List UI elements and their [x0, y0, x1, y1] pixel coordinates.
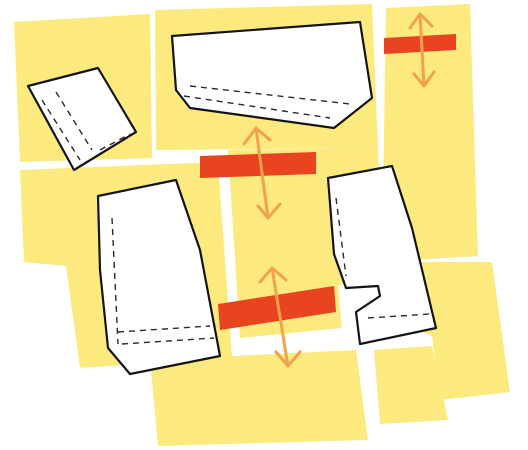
hatch-top-center: [183, 85, 351, 119]
movement-arrows: [242, 12, 436, 368]
barrier-bars: [200, 34, 456, 330]
ground-parcel-top-right: [382, 4, 478, 262]
barrier-bar-center: [200, 152, 316, 178]
hatch-top-left: [41, 91, 131, 161]
barrier-bar-top-right: [384, 34, 456, 54]
barrier-bar-lower: [218, 286, 336, 330]
hatch-middle-left: [111, 217, 215, 345]
ground-parcel-bottom-center: [374, 346, 448, 424]
ground-parcel-bottom-left: [150, 350, 368, 446]
building-middle-right: [326, 164, 438, 346]
building-top-left: [26, 66, 138, 172]
building-middle-left: [96, 178, 222, 376]
movement-arrow-top-right: [408, 12, 436, 88]
movement-arrow-lower: [258, 266, 302, 368]
hatch-middle-right: [335, 197, 431, 319]
building-hatch-lines: [41, 85, 431, 345]
movement-arrow-center: [242, 126, 282, 220]
